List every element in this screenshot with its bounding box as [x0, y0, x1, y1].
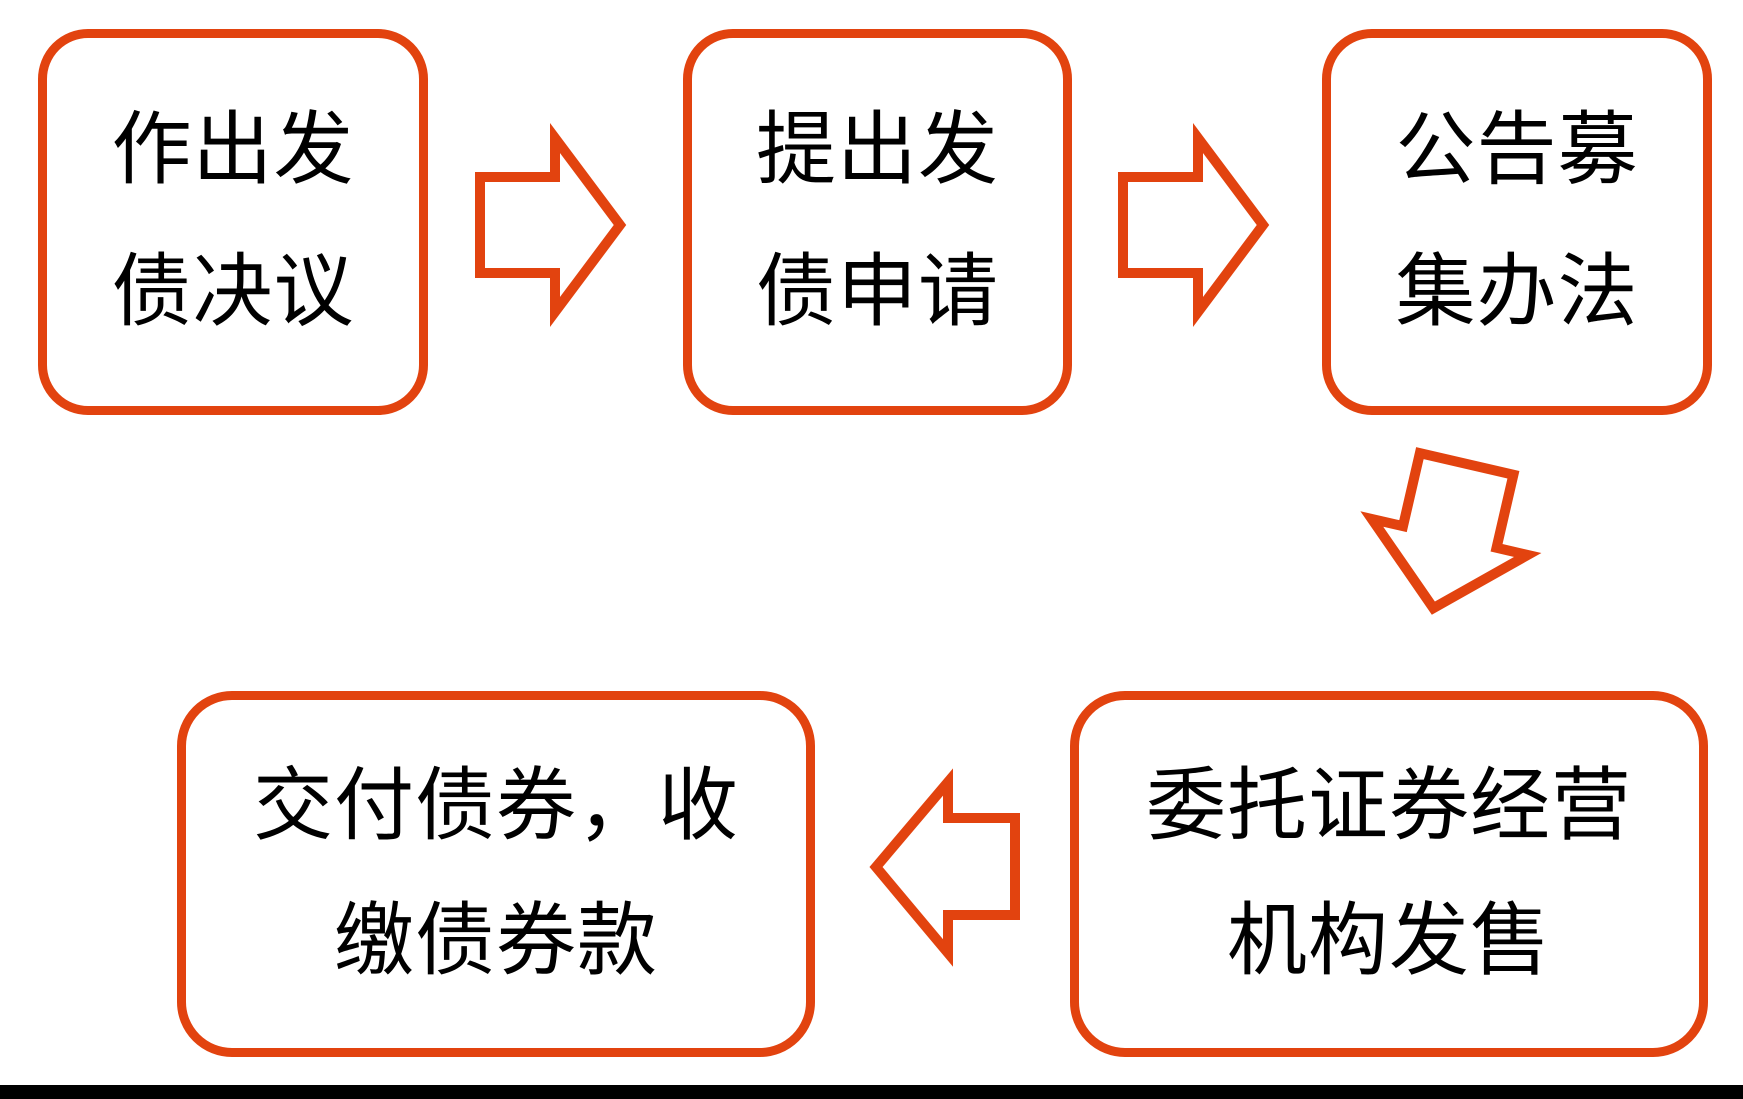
flow-node-step-5-line-1: 交付债券，收	[253, 762, 739, 851]
flow-node-step-5: 交付债券，收 缴债券款	[177, 691, 815, 1057]
flow-node-step-2-line-1: 提出发	[756, 107, 999, 195]
flow-node-step-1-line-1: 作出发	[111, 107, 355, 195]
arrow-step4-to-step5	[869, 768, 1020, 967]
flow-node-step-1-line-2: 债决议	[111, 249, 355, 337]
flow-node-step-3: 公告募 集办法	[1322, 29, 1712, 415]
arrow-step2-to-step3	[1118, 122, 1270, 328]
flow-node-step-4-line-1: 委托证券经营	[1146, 762, 1632, 851]
flow-node-step-2-line-2: 债申请	[756, 249, 999, 337]
flow-node-step-5-line-2: 缴债券款	[334, 897, 658, 986]
flow-node-step-1: 作出发 债决议	[38, 29, 428, 415]
arrow-step1-to-step2	[475, 122, 627, 328]
bottom-bar	[0, 1085, 1743, 1099]
flow-node-step-4: 委托证券经营 机构发售	[1070, 691, 1708, 1057]
flow-node-step-3-line-1: 公告募	[1395, 107, 1639, 195]
flow-node-step-3-line-2: 集办法	[1395, 249, 1639, 337]
flow-node-step-4-line-2: 机构发售	[1227, 897, 1551, 986]
arrow-step3-to-step4	[1360, 447, 1542, 615]
flow-node-step-2: 提出发 债申请	[683, 29, 1072, 415]
